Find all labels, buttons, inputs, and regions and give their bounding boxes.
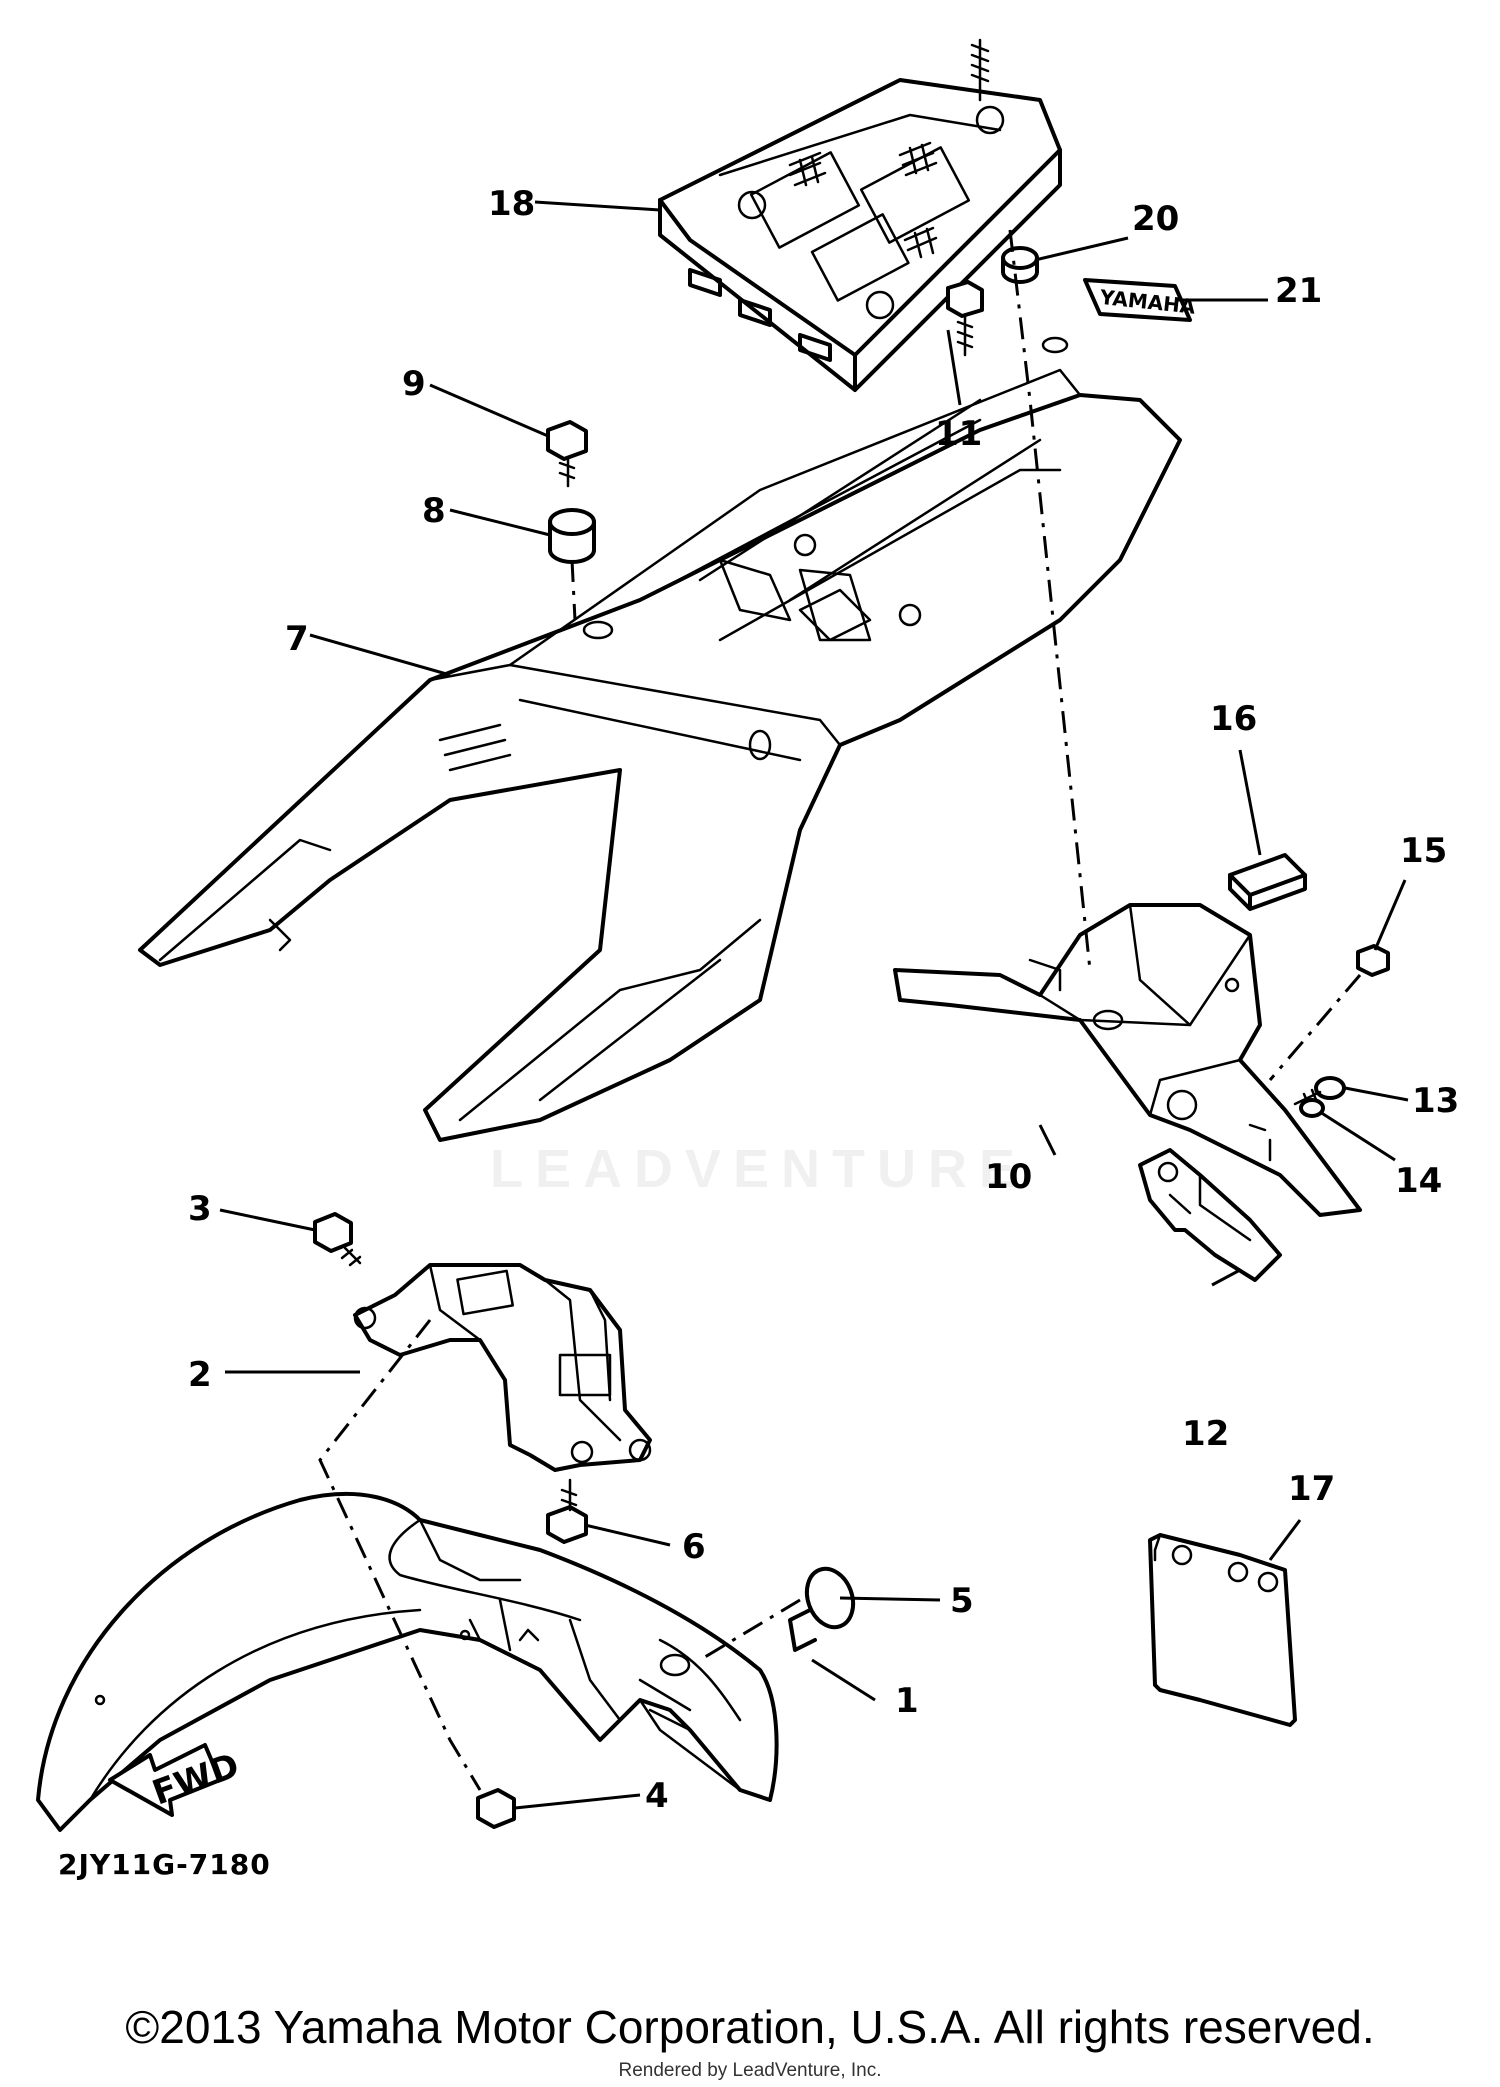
callout-18: 18 xyxy=(488,184,535,224)
callout-12: 12 xyxy=(1182,1414,1229,1454)
part-1-front-fender[interactable] xyxy=(36,1491,779,1832)
part-12-stay[interactable] xyxy=(1138,1148,1282,1282)
callout-16: 16 xyxy=(1210,699,1257,739)
callout-7: 7 xyxy=(285,619,309,659)
diagram-code: 2JY11G-7180 xyxy=(58,1848,271,1881)
part-7-rear-fender[interactable] xyxy=(138,336,1182,1142)
part-10-bracket[interactable] xyxy=(893,903,1362,1217)
assembly-lines xyxy=(318,229,1362,1791)
callout-3: 3 xyxy=(188,1189,212,1229)
callout-6: 6 xyxy=(682,1527,706,1567)
callout-2: 2 xyxy=(188,1355,212,1395)
callout-15: 15 xyxy=(1400,831,1447,871)
part-18-carrier-rack[interactable] xyxy=(658,38,1062,392)
callout-1: 1 xyxy=(895,1681,919,1721)
part-11-bolt[interactable] xyxy=(946,280,984,357)
watermark: LEADVENTURE xyxy=(490,1139,1028,1199)
callout-4: 4 xyxy=(645,1776,669,1816)
part-14-washer[interactable] xyxy=(1299,1098,1325,1118)
callout-14: 14 xyxy=(1395,1161,1442,1201)
callout-13: 13 xyxy=(1412,1081,1459,1121)
callout-9: 9 xyxy=(402,364,426,404)
part-4-nut[interactable] xyxy=(476,1788,516,1829)
part-20-collar[interactable] xyxy=(1001,246,1039,284)
part-2-bracket[interactable] xyxy=(353,1263,652,1472)
callout-10: 10 xyxy=(985,1157,1032,1197)
part-15-nut[interactable] xyxy=(1356,944,1390,977)
part-9-bolt[interactable] xyxy=(546,420,588,488)
leader-lines xyxy=(219,200,1409,1810)
part-16-reflector[interactable] xyxy=(1228,853,1307,911)
part-8-damper[interactable] xyxy=(548,508,596,564)
callout-8: 8 xyxy=(422,491,446,531)
part-17-plate-base[interactable] xyxy=(1148,1533,1297,1727)
callout-17: 17 xyxy=(1288,1469,1335,1509)
part-5-grommet[interactable] xyxy=(788,1562,861,1652)
rendered-by-text: Rendered by LeadVenture, Inc. xyxy=(618,2060,882,2081)
callout-11: 11 xyxy=(935,414,982,454)
part-6-bolt[interactable] xyxy=(546,1478,588,1544)
callout-5: 5 xyxy=(950,1581,974,1621)
callout-20: 20 xyxy=(1132,199,1179,239)
callout-labels: 1 2 3 4 5 6 7 8 9 10 11 12 13 14 15 16 1… xyxy=(188,184,1459,1816)
copyright-text: ©2013 Yamaha Motor Corporation, U.S.A. A… xyxy=(125,2001,1375,2053)
callout-21: 21 xyxy=(1275,271,1322,311)
part-3-bolt[interactable] xyxy=(313,1212,362,1267)
